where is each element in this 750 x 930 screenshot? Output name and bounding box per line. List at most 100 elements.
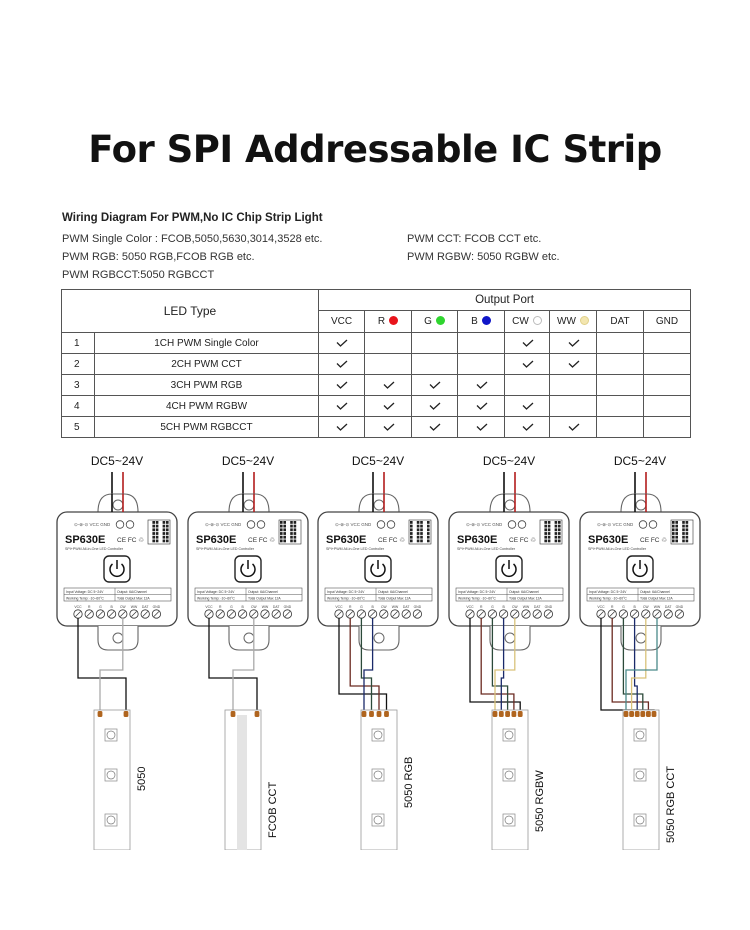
terminal-label: GND — [414, 605, 422, 609]
model-name: SP630E — [196, 534, 236, 546]
port-cell-cw — [504, 374, 550, 396]
output-wires — [338, 618, 388, 712]
page-title: For SPI Addressable IC Strip — [88, 128, 662, 171]
solder-pad — [623, 711, 629, 717]
solder-pad — [230, 711, 236, 717]
solder-pad — [640, 711, 646, 717]
terminal-label: DAT — [665, 605, 672, 609]
port-header-vcc: VCC — [318, 310, 365, 333]
spec-text: Output: 6A/Channel — [378, 590, 408, 594]
model-name: SP630E — [457, 534, 497, 546]
power-input-symbols: ⊙-⊗-⊙ VCC GND — [205, 522, 242, 527]
row-index: 2 — [61, 353, 95, 375]
power-input-symbols: ⊙-⊗-⊙ VCC GND — [74, 522, 111, 527]
model-name: SP630E — [326, 534, 366, 546]
terminal-screw-icon — [246, 520, 256, 529]
port-cell-ww — [549, 332, 597, 354]
spec-text: Total Output Max 12A — [248, 597, 281, 601]
output-wires — [208, 618, 258, 712]
terminal-label: GND — [153, 605, 161, 609]
color-dot-icon — [532, 316, 542, 325]
checkmark-icon — [522, 360, 533, 368]
wiring-heading: Wiring Diagram For PWM,No IC Chip Strip … — [62, 212, 323, 224]
terminal-screw-icon — [507, 520, 517, 529]
terminal-screw-icon — [115, 520, 125, 529]
terminal-label: WW — [523, 605, 530, 609]
port-label: DAT — [610, 316, 630, 327]
qr-code-icon — [670, 519, 694, 545]
port-cell-cw — [504, 353, 550, 375]
port-cell-gnd — [643, 332, 691, 354]
terminal-label: B — [110, 605, 113, 609]
checkmark-icon — [568, 339, 579, 347]
port-header-r: R — [364, 310, 412, 333]
port-cell-r — [364, 395, 412, 417]
row-index: 1 — [61, 332, 95, 354]
checkmark-icon — [429, 381, 441, 389]
supply-voltage-label: DC5~24V — [351, 454, 405, 468]
strip-type-label: 5050 RGBW — [534, 770, 546, 832]
mounting-tab-top — [620, 493, 662, 513]
terminal-label: WW — [654, 605, 661, 609]
terminal-screw-icon — [517, 520, 527, 529]
checkmark-icon — [476, 423, 487, 431]
qr-code-icon — [408, 519, 432, 545]
controller-subtitle: SPI+PWM All-in-One LED Controller — [326, 547, 385, 551]
wire-0 — [77, 618, 127, 712]
port-cell-cw — [504, 416, 550, 438]
port-cell-dat — [596, 332, 644, 354]
led-type-name: 1CH PWM Single Color — [94, 332, 319, 354]
terminal-label: VCC — [335, 605, 343, 609]
row-index: 3 — [61, 374, 95, 396]
wire-3 — [633, 618, 638, 712]
terminal-label: WW — [392, 605, 399, 609]
terminal-label: DAT — [403, 605, 410, 609]
led-chip-icon — [633, 728, 647, 742]
qr-code-icon — [147, 519, 171, 545]
spec-text: Working Temp: -10~60°C — [66, 597, 104, 601]
led-chip-icon — [502, 728, 516, 742]
port-label: WW — [557, 316, 576, 327]
cert-marks: CE FC ♲ — [248, 537, 275, 544]
port-cell-ww — [549, 395, 597, 417]
terminal-label: DAT — [534, 605, 541, 609]
port-cell-vcc — [318, 395, 365, 417]
led-type-name: 3CH PWM RGB — [94, 374, 319, 396]
checkmark-icon — [336, 423, 348, 431]
terminal-screw-icon — [376, 520, 386, 529]
led-chip-icon — [502, 768, 516, 782]
spec-text: Output: 6A/Channel — [248, 590, 278, 594]
solder-pad — [492, 711, 498, 717]
color-dot-icon — [435, 316, 445, 325]
cert-marks: CE FC ♲ — [378, 537, 405, 544]
power-icon — [501, 563, 517, 578]
mounting-tab-bottom — [620, 626, 662, 651]
wire-1 — [232, 618, 255, 712]
solder-pad — [123, 711, 129, 717]
mounting-tab-bottom — [489, 626, 531, 651]
wire-1 — [611, 618, 650, 712]
led-chip-icon — [371, 768, 385, 782]
led-strip — [93, 709, 131, 850]
spec-text: Input Voltage: DC 5~24V — [589, 590, 627, 594]
spec-text: Input Voltage: DC 5~24V — [197, 590, 235, 594]
terminal-label: GND — [676, 605, 684, 609]
checkmark-icon — [568, 423, 579, 431]
checkmark-icon — [336, 339, 348, 347]
solder-pad — [376, 711, 382, 717]
terminal-label: CW — [120, 605, 126, 609]
spec-text: Total Output Max 12A — [509, 597, 542, 601]
cob-light-strip — [237, 715, 247, 850]
terminal-label: VCC — [74, 605, 82, 609]
port-label: GND — [655, 316, 679, 327]
cert-marks: CE FC ♲ — [117, 537, 144, 544]
wire-2 — [622, 618, 644, 712]
